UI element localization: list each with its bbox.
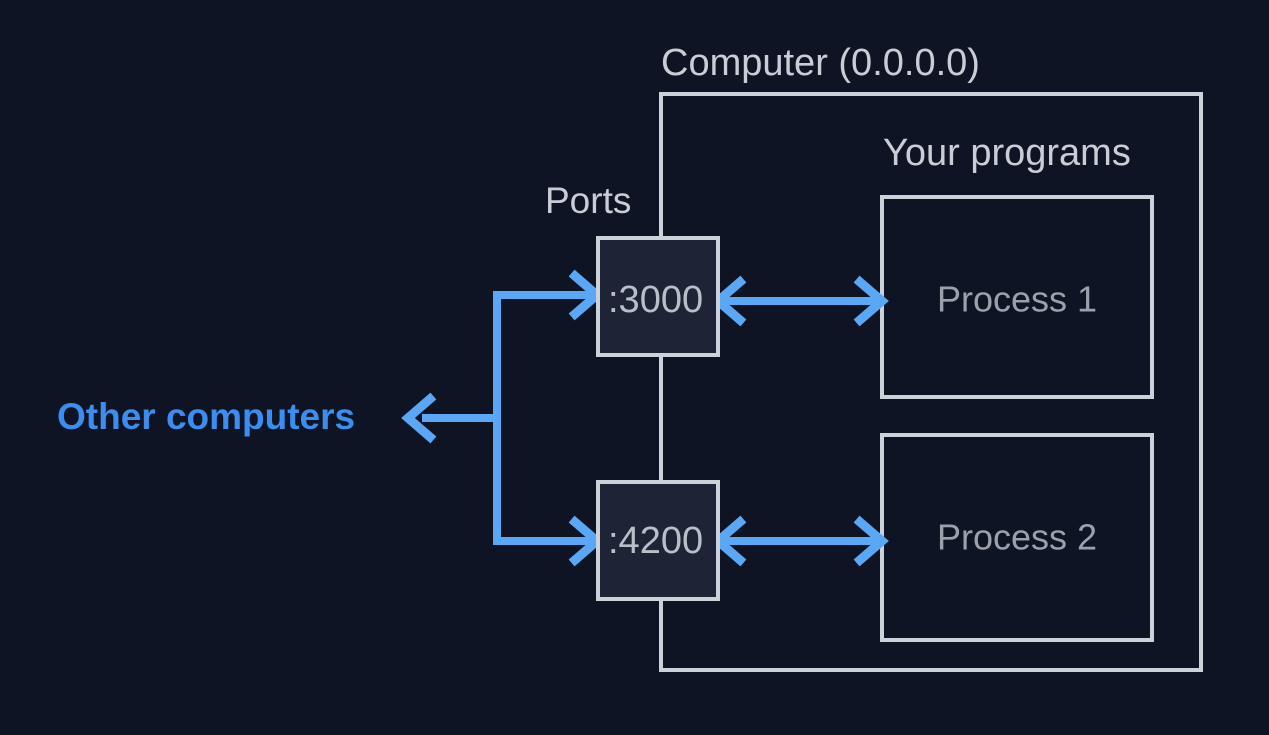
ports-label: Ports bbox=[545, 180, 631, 221]
port-box-3000[interactable] bbox=[596, 236, 720, 357]
arrowhead-process1-right bbox=[853, 275, 889, 327]
computer-title-label: Computer (0.0.0.0) bbox=[661, 42, 980, 84]
process-1-label: Process 1 bbox=[937, 279, 1097, 320]
port-box-4200[interactable] bbox=[596, 480, 720, 601]
process-2-label: Process 2 bbox=[937, 517, 1097, 558]
port-3000-label: :3000 bbox=[608, 279, 703, 321]
arrowhead-process2-right bbox=[853, 515, 889, 567]
arrowhead-to-other-computers bbox=[401, 392, 437, 444]
computer-boundary-box bbox=[659, 92, 1203, 672]
port-4200-label: :4200 bbox=[608, 520, 703, 562]
other-computers-label: Other computers bbox=[57, 396, 355, 437]
your-programs-label: Your programs bbox=[883, 132, 1131, 174]
